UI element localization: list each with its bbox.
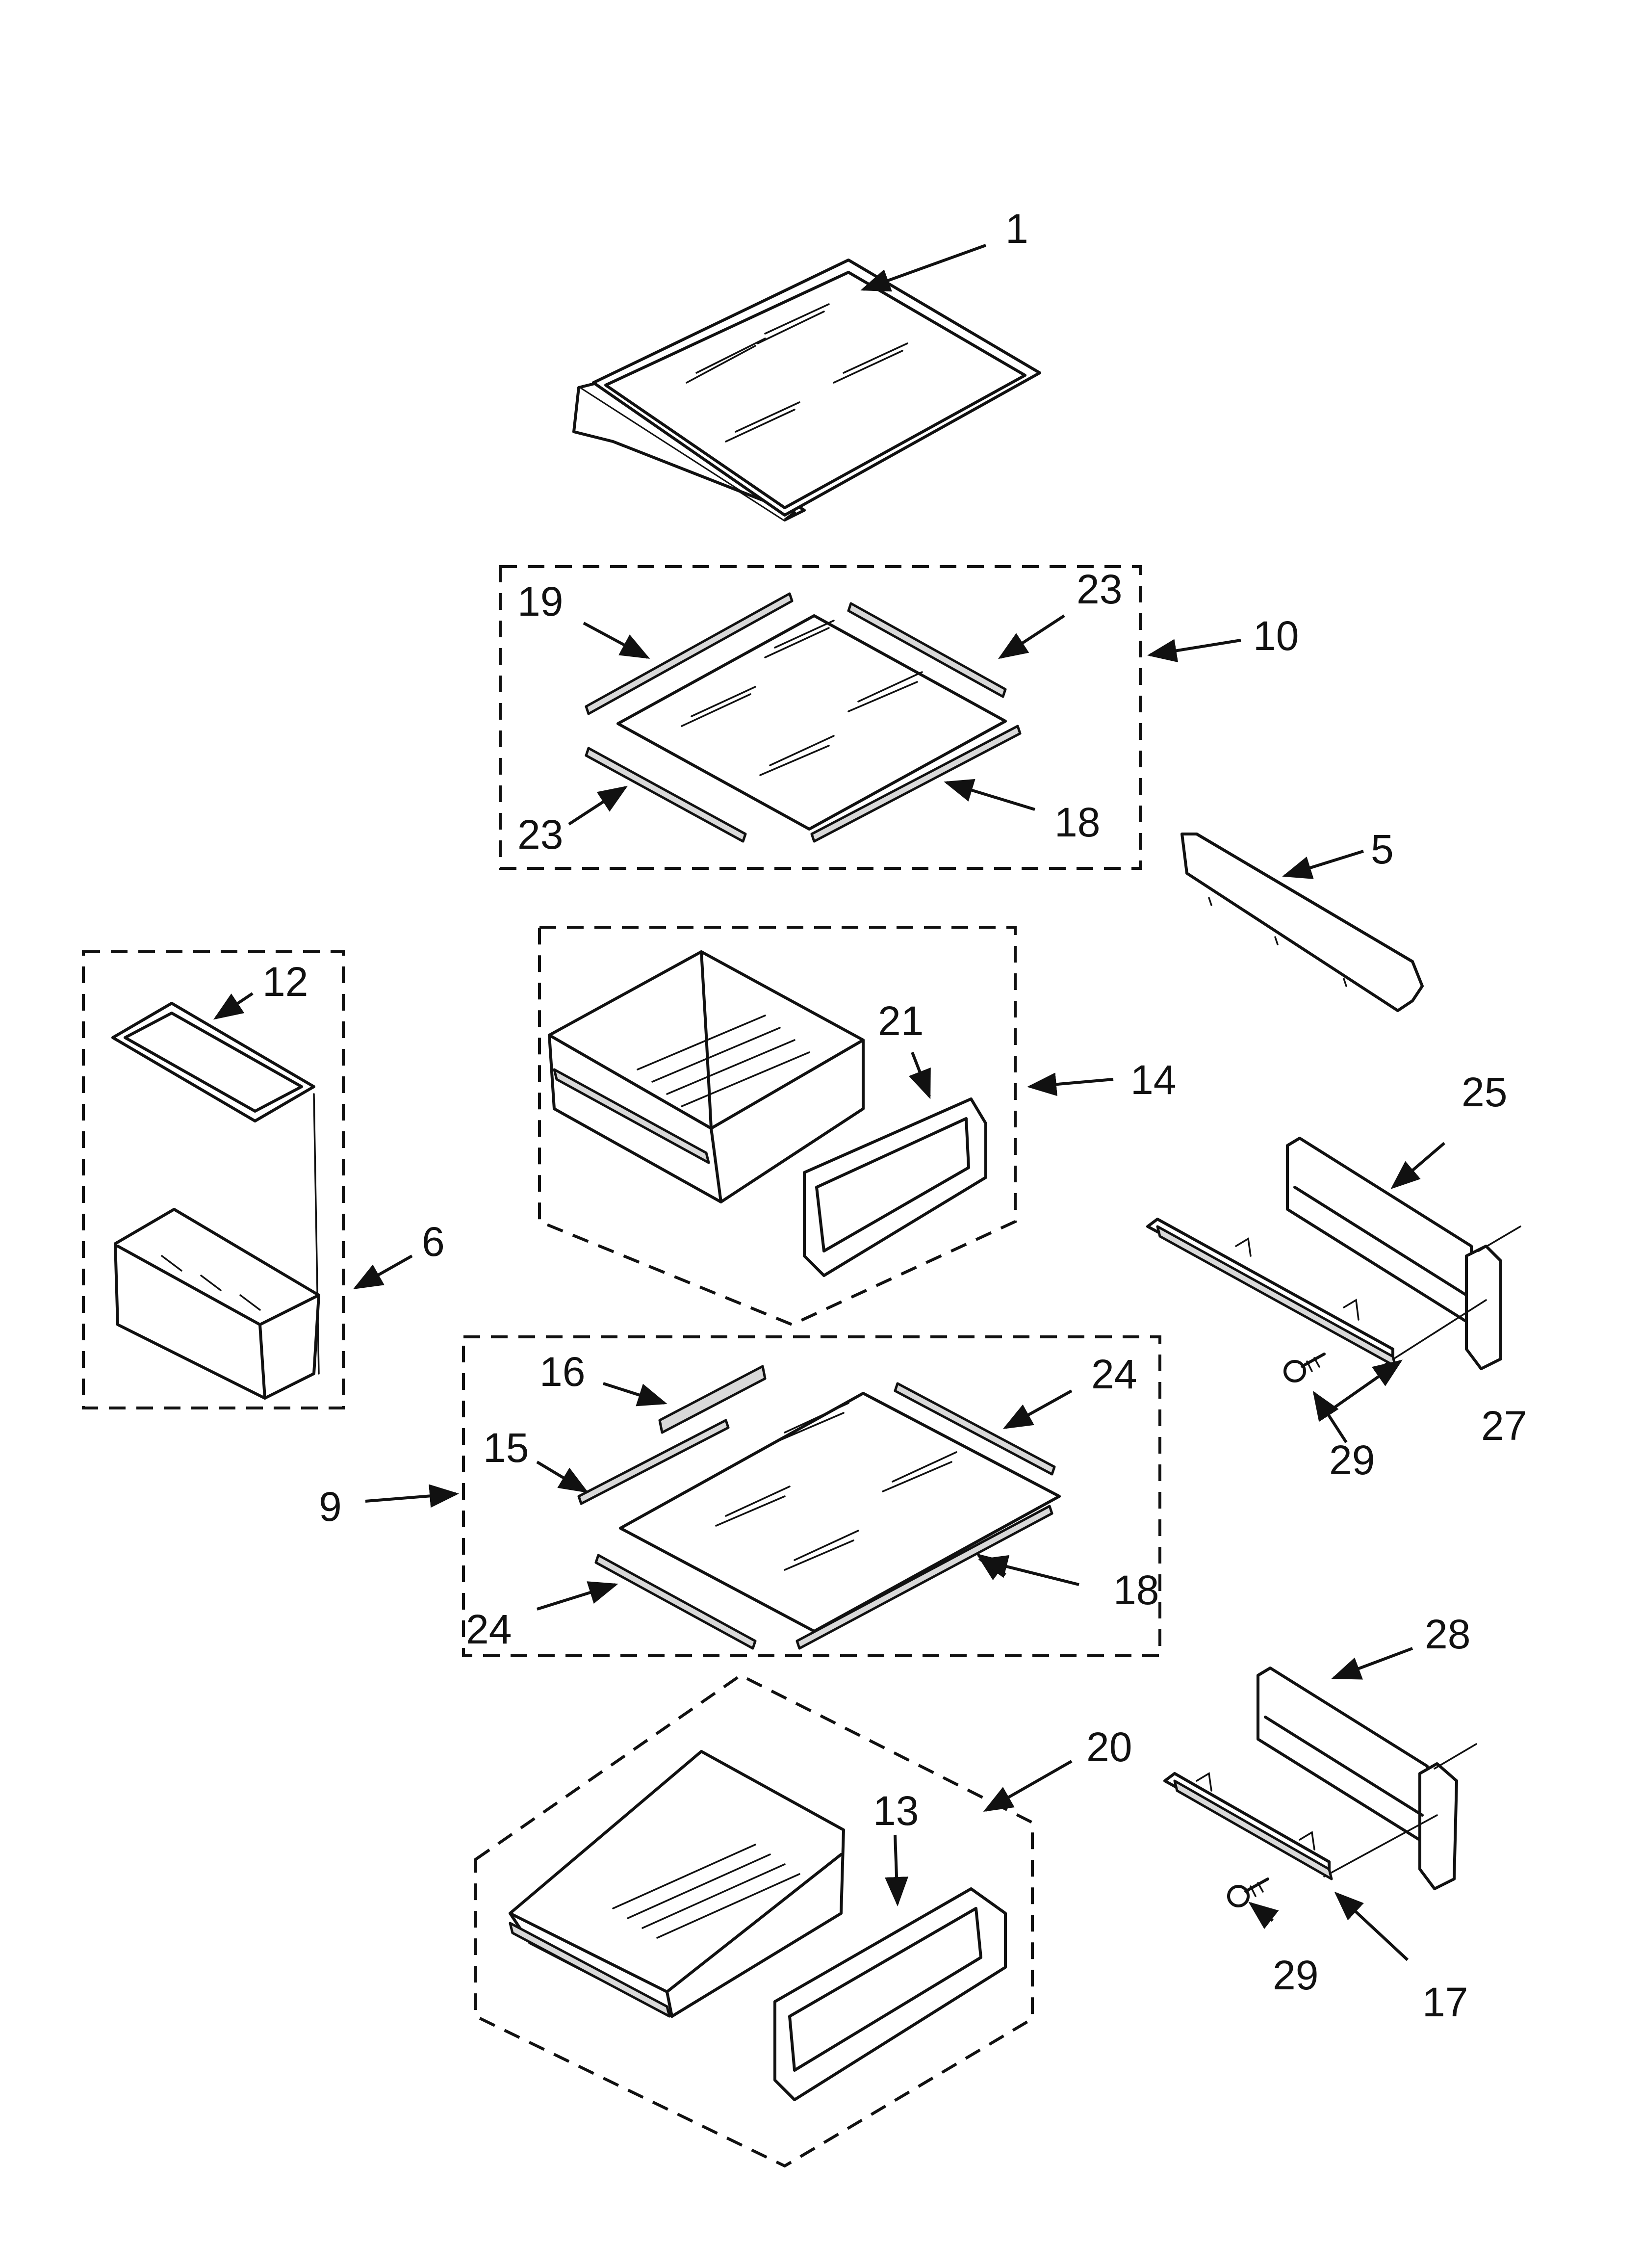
part-23-trim-right: [847, 602, 1007, 698]
callout-28: 28: [1425, 1611, 1470, 1657]
part-21-drawer-front: [803, 1097, 987, 1277]
callout-21: 21: [878, 998, 924, 1044]
callout-14: 14: [1130, 1057, 1176, 1103]
callout-5: 5: [1371, 826, 1394, 872]
callout-10: 10: [1253, 613, 1299, 659]
callout-6: 6: [422, 1219, 445, 1265]
callout-20: 20: [1086, 1724, 1132, 1770]
callout-29-lower: 29: [1273, 1952, 1318, 1998]
callout-labels: 1 19 23 10 23 18 5 12 21 14 25 6 16 24 1…: [262, 206, 1527, 2025]
slide-guide-line: [1377, 1225, 1521, 1370]
part-14-crisper-drawer: [548, 950, 865, 1203]
part-18-trim-lower: [795, 1505, 1053, 1650]
assembly-14-box: [538, 926, 1017, 1327]
part-16-trim: [658, 1365, 767, 1434]
callout-23-left: 23: [517, 811, 563, 858]
callout-16: 16: [539, 1349, 585, 1395]
part-24-trim-right: [894, 1382, 1056, 1476]
part-1-glass-shelf: [572, 259, 1041, 521]
part-10-shelf-glass: [585, 592, 1022, 843]
callout-25: 25: [1462, 1069, 1507, 1115]
part-19-trim: [585, 592, 794, 715]
part-6-dairy-bin: [114, 1208, 320, 1400]
callout-9: 9: [319, 1484, 342, 1530]
callout-13: 13: [873, 1788, 919, 1834]
part-25-drawer-slide-cover: [1286, 1137, 1502, 1370]
callout-23-right: 23: [1077, 566, 1122, 612]
part-28-drawer-slide-cover: [1257, 1667, 1458, 1890]
callout-18-lower: 18: [1113, 1567, 1159, 1613]
slide-guide-line-lower: [1323, 1743, 1477, 1877]
callout-27: 27: [1481, 1403, 1527, 1449]
part-17-slide-rail: [1163, 1772, 1333, 1880]
callout-19: 19: [517, 578, 563, 625]
part-24-trim-left: [594, 1554, 757, 1650]
part-5-rail: [1180, 833, 1424, 1012]
callout-12: 12: [262, 959, 308, 1005]
part-23-trim-left: [585, 747, 747, 843]
leader-lines: [213, 244, 1445, 1961]
callout-15: 15: [483, 1425, 529, 1471]
part-12-bin-cover: [111, 1002, 315, 1122]
part-15-trim: [577, 1419, 730, 1505]
assembly-10-box: [499, 565, 1142, 870]
part-9-shelf-glass: [577, 1365, 1061, 1650]
callout-18-upper: 18: [1054, 799, 1100, 845]
assembly-9-box: [462, 1335, 1161, 1657]
callout-17: 17: [1422, 1979, 1468, 2025]
part-20-crisper-drawer: [509, 1750, 845, 2018]
part-29-screw-upper: [1283, 1353, 1326, 1382]
callout-29-upper: 29: [1329, 1437, 1375, 1483]
part-29-screw-lower: [1227, 1877, 1269, 1907]
part-13-drawer-front: [773, 1887, 1007, 2101]
callout-1: 1: [1005, 206, 1028, 252]
callout-24-right: 24: [1091, 1351, 1137, 1397]
callout-24-left: 24: [466, 1606, 512, 1652]
part-18-trim: [810, 725, 1022, 843]
